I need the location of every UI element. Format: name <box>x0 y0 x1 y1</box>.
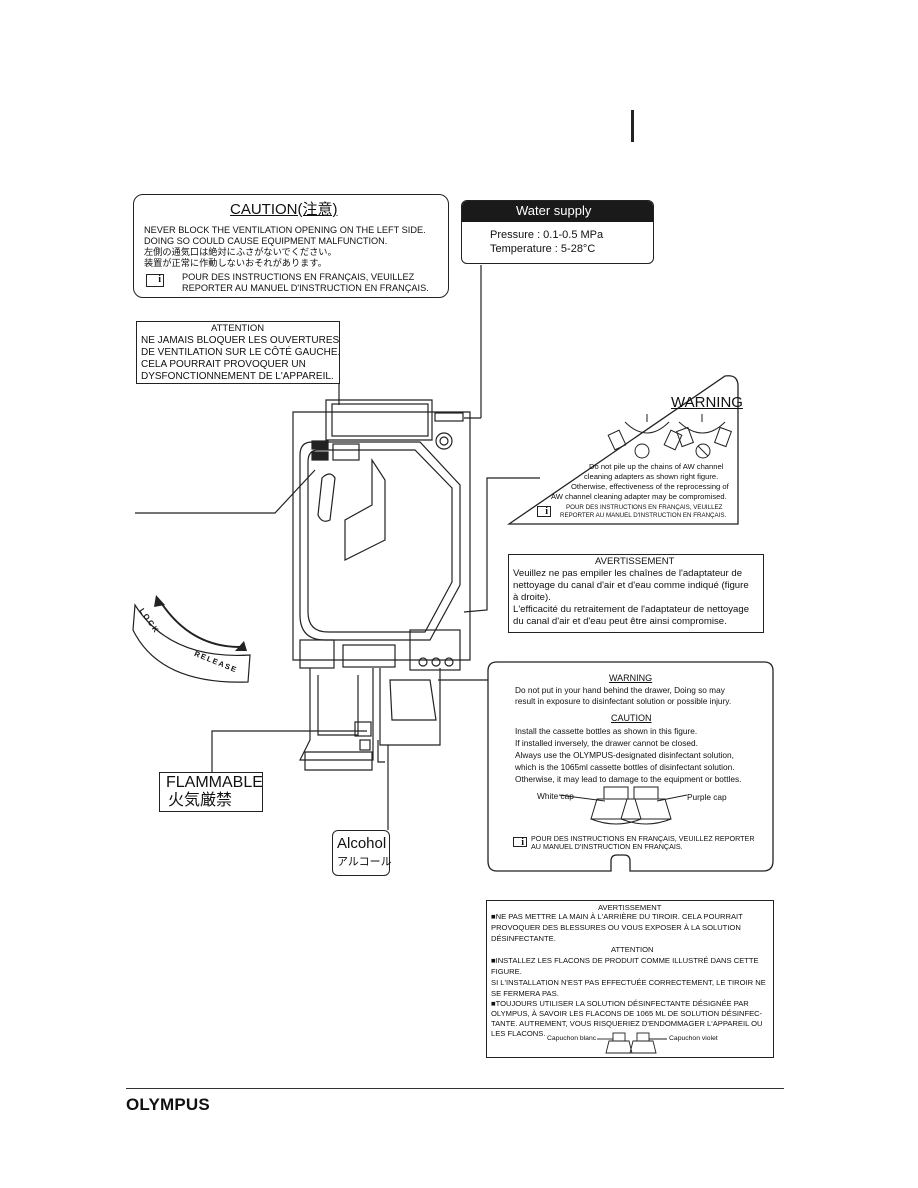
drawer-caution-line-1: Install the cassette bottles as shown in… <box>515 726 698 736</box>
olympus-logo: OLYMPUS <box>126 1095 210 1114</box>
avertissement-line-5: du canal d'air et d'eau peut être ainsi … <box>513 616 727 627</box>
french-avert-line-1: ■NE PAS METTRE LA MAIN À L'ARRIÈRE DU TI… <box>491 912 743 921</box>
avertissement-title: AVERTISSEMENT <box>595 556 675 567</box>
drawer-warning-title: WARNING <box>609 673 653 683</box>
drawer-caution-title: CAUTION <box>611 713 652 723</box>
avertissement-label: AVERTISSEMENT Veuillez ne pas empiler le… <box>508 554 764 633</box>
purple-cap-label: Purple cap <box>687 792 727 802</box>
avertissement-line-3: à droite). <box>513 592 551 603</box>
caution-line-1: NEVER BLOCK THE VENTILATION OPENING ON T… <box>144 225 426 235</box>
alcohol-japanese: アルコール <box>337 856 392 868</box>
lock-release-label <box>132 595 251 683</box>
warning-line-3: Otherwise, effectiveness of the reproces… <box>571 482 729 491</box>
french-attention-line-6: OLYMPUS, À SAVOIR LES FLACONS DE 1065 ML… <box>491 1009 763 1018</box>
french-avert-line-2: PROVOQUER DES BLESSURES OU VOUS EXPOSER … <box>491 923 741 932</box>
manual-book-icon <box>537 506 551 517</box>
attention-line-1: NE JAMAIS BLOQUER LES OUVERTURES <box>141 335 340 346</box>
attention-line-4: DYSFONCTIONNEMENT DE L'APPAREIL. <box>141 371 334 382</box>
attention-line-3: CELA POURRAIT PROVOQUER UN <box>141 359 306 370</box>
attention-title: ATTENTION <box>211 323 265 334</box>
french-attention-line-2: FIGURE. <box>491 967 522 976</box>
french-attention-line-3: SI L'INSTALLATION N'EST PAS EFFECTUÉE CO… <box>491 978 766 987</box>
drawer-caution-line-5: Otherwise, it may lead to damage to the … <box>515 774 742 784</box>
caution-line-4: 装置が正常に作動しないおそれがあります。 <box>144 258 327 268</box>
drawer-warning-line-1: Do not put in your hand behind the drawe… <box>515 685 725 695</box>
section-tab-mark <box>631 110 634 142</box>
water-supply-pressure: Pressure : 0.1-0.5 MPa <box>490 229 604 241</box>
french-attention-line-4: SE FERMERA PAS. <box>491 989 559 998</box>
warning-line-4: AW channel cleaning adapter may be compr… <box>551 492 727 501</box>
water-supply-title: Water supply <box>516 203 592 218</box>
capuchon-blanc-label: Capuchon blanc <box>547 1035 597 1042</box>
french-attention-line-1: ■INSTALLEZ LES FLACONS DE PRODUIT COMME … <box>491 956 759 965</box>
water-supply-header <box>462 201 653 222</box>
warning-line-1: Do not pile up the chains of AW channel <box>589 462 724 471</box>
avertissement-line-1: Veuillez ne pas empiler les chaînes de l… <box>513 568 743 579</box>
caution-label: CAUTION(注意) NEVER BLOCK THE VENTILATION … <box>133 194 449 298</box>
water-supply-label: Water supply Pressure : 0.1-0.5 MPa Temp… <box>461 200 654 264</box>
warning-line-2: cleaning adapters as shown right figure. <box>584 472 719 481</box>
alcohol-label: Alcohol アルコール <box>332 830 392 876</box>
caution-line-3: 左側の通気口は絶対にふさがないでください。 <box>144 247 337 257</box>
french-attention-line-5: ■TOUJOURS UTILISER LA SOLUTION DÉSINFECT… <box>491 999 749 1008</box>
bottle-caps-illustration <box>597 1032 667 1054</box>
flammable-label: FLAMMABLE 火気厳禁 <box>159 772 263 812</box>
white-cap-label: White cap <box>537 791 574 801</box>
avertissement-line-4: L'efficacité du retraitement de l'adapta… <box>513 604 750 615</box>
french-attention-line-7: TANTE. AUTREMENT, VOUS RISQUERIEZ D'ENDO… <box>491 1019 763 1028</box>
drawer-french-2: AU MANUEL D'INSTRUCTION EN FRANÇAIS. <box>531 842 683 851</box>
warning-french-1: POUR DES INSTRUCTIONS EN FRANÇAIS, VEUIL… <box>566 504 723 511</box>
caution-french-1: POUR DES INSTRUCTIONS EN FRANÇAIS, VEUIL… <box>182 272 415 282</box>
flammable-text: FLAMMABLE <box>166 774 263 791</box>
attention-label: ATTENTION NE JAMAIS BLOQUER LES OUVERTUR… <box>136 321 340 384</box>
flammable-japanese: 火気厳禁 <box>168 792 233 809</box>
drawer-caution-line-4: which is the 1065ml cassette bottles of … <box>515 762 735 772</box>
caution-line-2: DOING SO COULD CAUSE EQUIPMENT MALFUNCTI… <box>144 236 388 246</box>
french-avert-line-3: DÉSINFECTANTE. <box>491 934 556 943</box>
warning-label-shape <box>507 375 739 525</box>
french-attention-line-8: LES FLACONS. <box>491 1029 546 1038</box>
drawer-caution-line-2: If installed inversely, the drawer canno… <box>515 738 698 748</box>
manual-book-icon <box>513 837 527 848</box>
french-drawer-label: AVERTISSEMENT ■NE PAS METTRE LA MAIN À L… <box>486 900 774 1058</box>
drawer-caution-line-3: Always use the OLYMPUS-designated disinf… <box>515 750 734 760</box>
alcohol-text: Alcohol <box>337 835 387 852</box>
avertissement-line-2: nettoyage du canal d'air et d'eau comme … <box>513 580 749 591</box>
caution-french-2: REPORTER AU MANUEL D'INSTRUCTION EN FRAN… <box>182 283 429 293</box>
french-attention-title: ATTENTION <box>611 945 654 954</box>
drawer-warning-line-2: result in exposure to disinfectant solut… <box>515 696 732 706</box>
attention-line-2: DE VENTILATION SUR LE CÔTÉ GAUCHE. <box>141 347 341 358</box>
manual-book-icon <box>146 274 164 287</box>
caution-title: CAUTION(注意) <box>230 201 338 218</box>
drawer-label-shape <box>487 661 774 872</box>
french-avert-title: AVERTISSEMENT <box>598 903 662 912</box>
water-supply-temperature: Temperature : 5-28°C <box>490 243 596 255</box>
capuchon-violet-label: Capuchon violet <box>669 1035 718 1042</box>
warning-title: WARNING <box>671 394 743 411</box>
warning-french-2: REPORTER AU MANUEL D'INSTRUCTION EN FRAN… <box>560 512 727 519</box>
footer-rule <box>126 1088 784 1090</box>
drawer-french-1: POUR DES INSTRUCTIONS EN FRANÇAIS, VEUIL… <box>531 834 755 843</box>
